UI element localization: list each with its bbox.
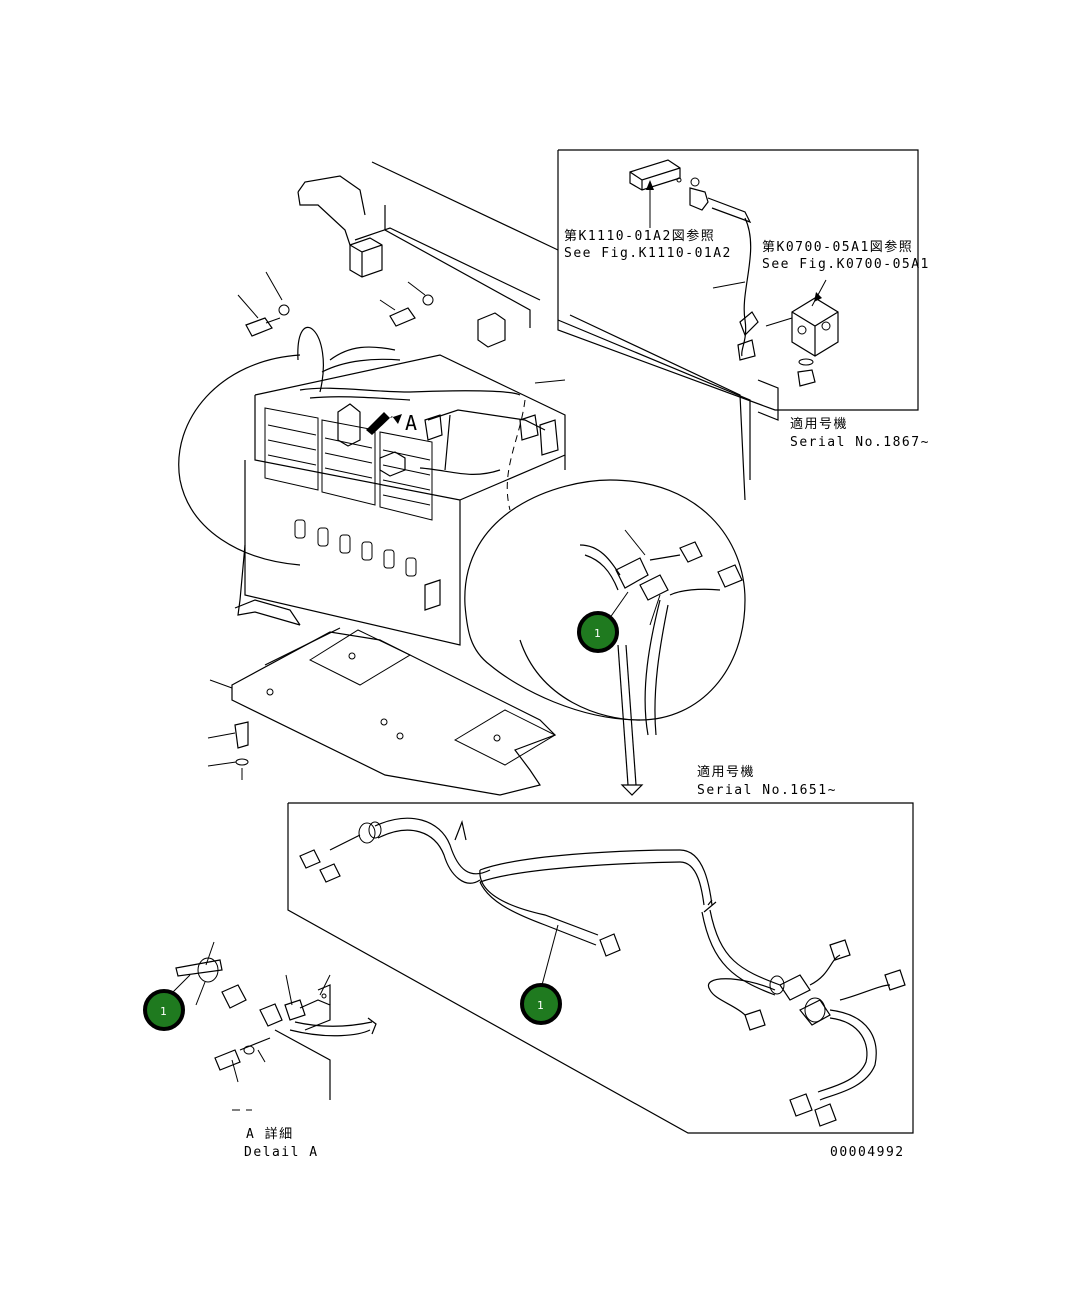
callout-1-harness[interactable]: 1 — [520, 983, 562, 1025]
detail-label-en: Delail A — [244, 1145, 319, 1160]
ref-label-k0700-jp: 第K0700-05A1図参照 — [762, 239, 913, 255]
ref-label-k1110-jp: 第K1110-01A2図参照 — [564, 228, 715, 244]
serial-bottom-en: Serial No.1651~ — [697, 783, 837, 798]
serial-bottom-jp: 適用号機 — [697, 764, 755, 780]
view-marker-a: A — [405, 411, 419, 435]
callout-1-main[interactable]: 1 — [577, 611, 619, 653]
ref-label-k0700-en: See Fig.K0700-05A1 — [762, 257, 930, 272]
callout-1-detail-label: 1 — [160, 1005, 167, 1018]
inset-frame-bottom — [287, 802, 914, 1134]
inset-frame-top — [557, 149, 919, 421]
drawing-number: 00004992 — [830, 1145, 905, 1160]
detail-a — [169, 941, 377, 1111]
machine-assembly — [178, 161, 751, 796]
serial-top-jp: 適用号機 — [790, 416, 848, 432]
callout-1-detail[interactable]: 1 — [143, 989, 185, 1031]
serial-top-en: Serial No.1867~ — [790, 435, 930, 450]
ref-label-k1110-en: See Fig.K1110-01A2 — [564, 246, 732, 261]
detail-label-jp: A 詳細 — [246, 1126, 294, 1142]
callout-1-harness-label: 1 — [537, 999, 544, 1012]
callout-1-main-label: 1 — [594, 627, 601, 640]
